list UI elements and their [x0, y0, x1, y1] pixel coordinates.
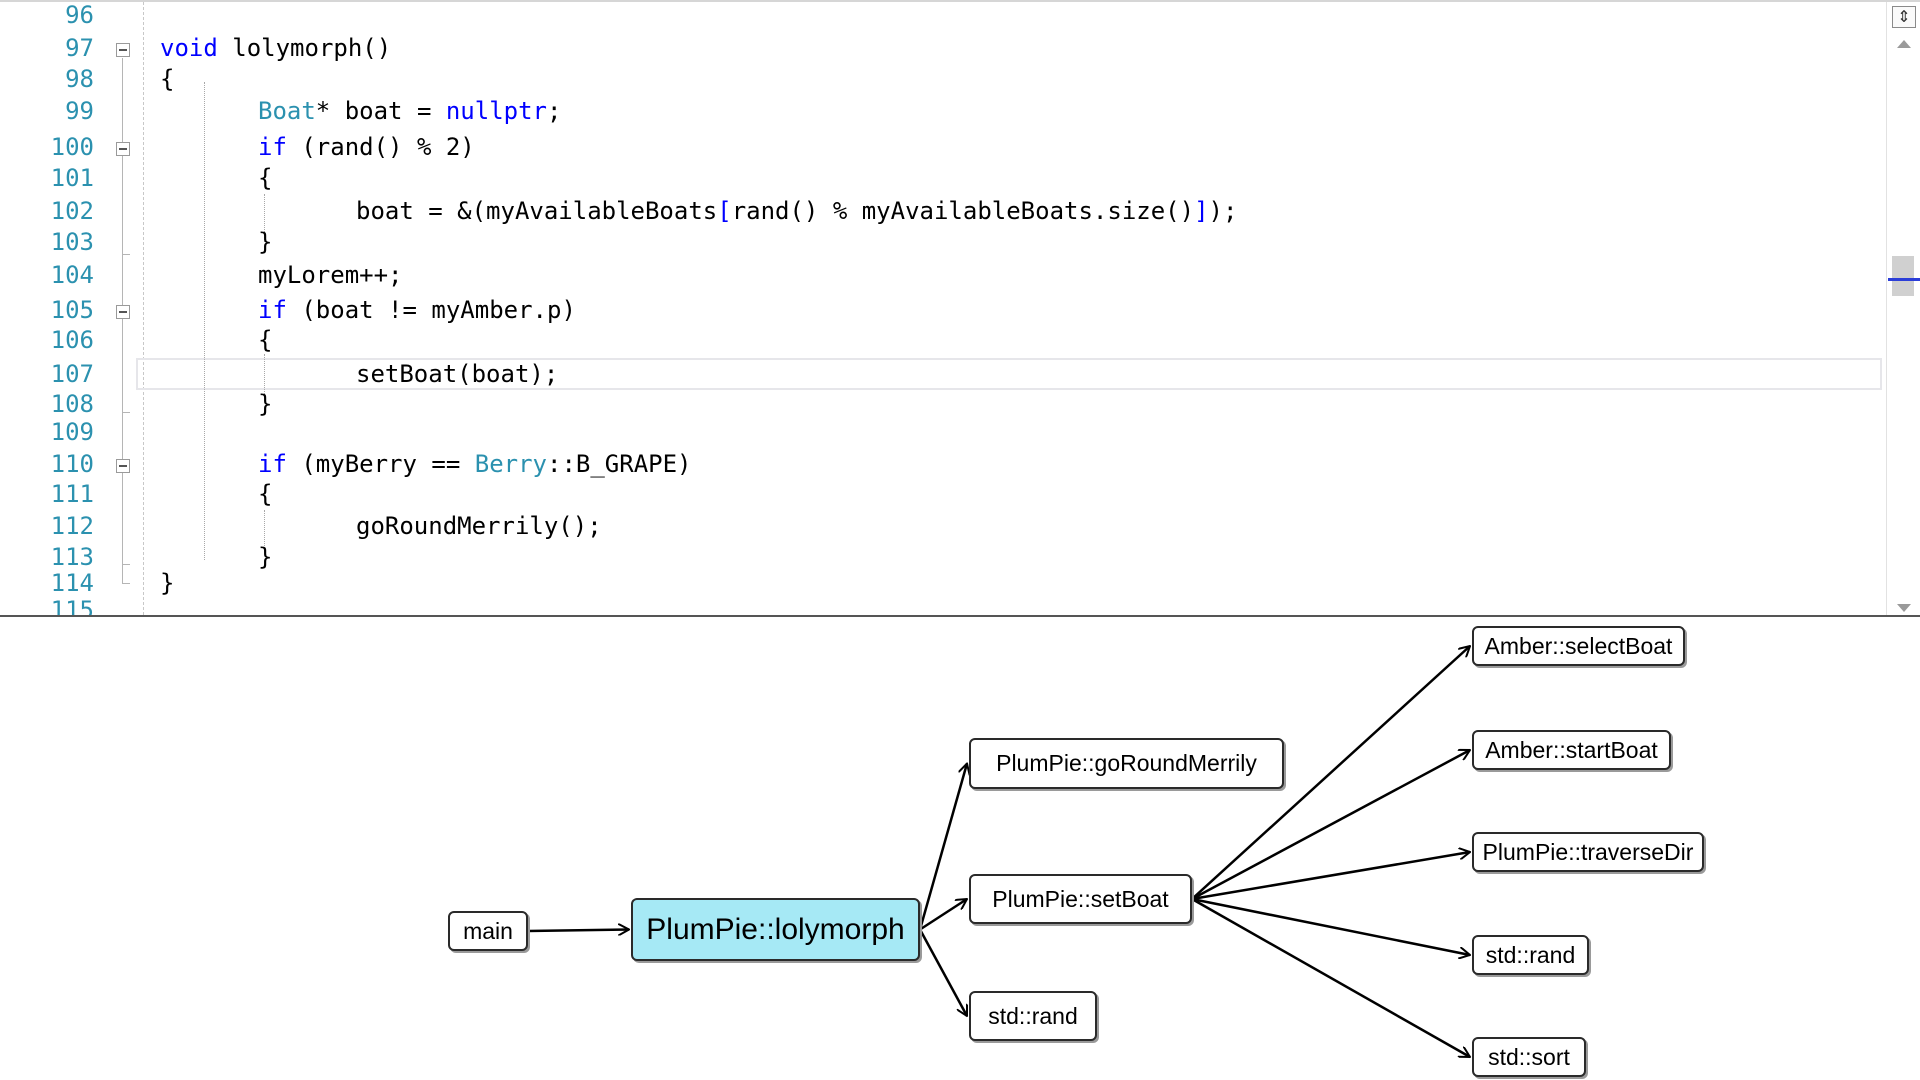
fold-end-mark: [122, 564, 130, 565]
code-line: if (boat != myAmber.p): [258, 296, 576, 324]
line-number: 109: [50, 418, 94, 446]
node-label: Amber::selectBoat: [1484, 632, 1673, 659]
code-line: }: [258, 543, 273, 571]
node-label: std::rand: [1485, 941, 1576, 968]
indent-guide: [264, 194, 265, 242]
line-number: 115: [50, 596, 94, 617]
fold-toggle-icon[interactable]: [116, 305, 130, 319]
code-line: }: [160, 569, 175, 597]
graph-node-selectboat[interactable]: Amber::selectBoat: [1472, 626, 1685, 666]
code-line: [140, 595, 1886, 615]
call-edge-setBoat-to-startBoat: [1191, 748, 1470, 901]
scroll-down-arrow-icon[interactable]: [1897, 604, 1911, 612]
line-number: 108: [50, 390, 94, 418]
fold-toggle-icon[interactable]: [116, 142, 130, 156]
line-number: 103: [50, 228, 94, 256]
call-edge-lolymorph-to-rand1: [918, 928, 969, 1017]
code-line: {: [160, 65, 175, 93]
call-edge-lolymorph-to-setBoat: [919, 899, 967, 931]
code-line: }: [258, 228, 273, 256]
fold-end-mark: [122, 583, 130, 584]
indent-guide: [264, 510, 265, 552]
node-label: std::rand: [988, 1002, 1078, 1029]
node-label: main: [463, 917, 513, 944]
line-number: 112: [50, 512, 94, 540]
code-line: {: [258, 164, 273, 192]
line-number: 113: [50, 543, 94, 571]
fold-end-mark: [122, 412, 130, 413]
line-number: 96: [65, 1, 94, 29]
indent-guide: [264, 354, 265, 394]
graph-node-startboat[interactable]: Amber::startBoat: [1472, 730, 1671, 770]
code-line: boat = &(myAvailableBoats[rand() % myAva…: [356, 197, 1238, 225]
code-line: Boat* boat = nullptr;: [258, 97, 562, 125]
call-edge-setBoat-to-sort: [1191, 897, 1470, 1059]
line-number: 101: [50, 164, 94, 192]
line-number: 100: [50, 133, 94, 161]
call-edge-lolymorph-to-goRoundMerrily: [918, 764, 967, 930]
code-area[interactable]: void lolymorph() { Boat* boat = nullptr;…: [140, 2, 1886, 615]
node-label: PlumPie::traverseDir: [1482, 838, 1694, 865]
graph-node-goroundmerrily[interactable]: PlumPie::goRoundMerrily: [969, 738, 1284, 789]
scroll-up-arrow-icon[interactable]: [1897, 40, 1911, 48]
code-line: myLorem++;: [258, 261, 403, 289]
code-line: [140, 2, 1886, 30]
caret-position-marker: [1888, 278, 1920, 281]
gutter-separator: [143, 2, 144, 615]
line-number: 98: [65, 65, 94, 93]
code-line: {: [258, 480, 273, 508]
call-edge-main-to-lolymorph: [527, 930, 629, 932]
call-graph: main PlumPie::lolymorph PlumPie::goRound…: [0, 617, 1920, 1080]
node-label: PlumPie::lolymorph: [646, 912, 905, 946]
call-graph-edges: [527, 617, 1920, 1059]
line-number-gutter: 96 97 98 99 100 101 102 103 104 105 106 …: [0, 2, 140, 615]
node-label: Amber::startBoat: [1485, 736, 1658, 763]
code-line: setBoat(boat);: [356, 360, 559, 388]
line-number: 104: [50, 261, 94, 289]
line-number: 114: [50, 569, 94, 597]
line-number: 110: [50, 450, 94, 478]
code-line: {: [258, 326, 273, 354]
code-line: goRoundMerrily();: [356, 512, 602, 540]
line-number: 102: [50, 197, 94, 225]
fold-end-mark: [122, 254, 130, 255]
vertical-scrollbar[interactable]: ⇕: [1886, 2, 1920, 615]
line-number: 107: [50, 360, 94, 388]
line-number: 97: [65, 34, 94, 62]
fold-region-line: [122, 58, 123, 583]
code-editor[interactable]: 96 97 98 99 100 101 102 103 104 105 106 …: [0, 0, 1920, 617]
code-line: if (myBerry == Berry::B_GRAPE): [258, 450, 692, 478]
code-line: [140, 417, 1886, 447]
code-line: }: [258, 390, 273, 418]
call-edge-setBoat-to-selectBoat: [1191, 646, 1470, 900]
line-number: 111: [50, 480, 94, 508]
fold-toggle-icon[interactable]: [116, 43, 130, 57]
code-line: void lolymorph(): [160, 34, 392, 62]
code-line: if (rand() % 2): [258, 133, 475, 161]
split-editor-icon[interactable]: ⇕: [1892, 6, 1916, 28]
node-label: std::sort: [1488, 1043, 1570, 1070]
node-label: PlumPie::goRoundMerrily: [996, 750, 1257, 776]
call-edge-setBoat-to-rand2: [1191, 897, 1470, 955]
call-edge-setBoat-to-traverseDir: [1191, 852, 1470, 901]
graph-node-std-rand[interactable]: std::rand: [1472, 935, 1589, 975]
graph-node-main[interactable]: main: [448, 911, 528, 951]
line-number: 105: [50, 296, 94, 324]
node-label: PlumPie::setBoat: [992, 885, 1169, 912]
indent-guide: [204, 82, 205, 560]
fold-toggle-icon[interactable]: [116, 459, 130, 473]
graph-node-traversedir[interactable]: PlumPie::traverseDir: [1472, 832, 1704, 872]
scrollbar-thumb[interactable]: [1892, 256, 1914, 296]
graph-node-setboat[interactable]: PlumPie::setBoat: [969, 874, 1192, 924]
current-line-highlight: [136, 358, 1882, 390]
graph-node-std-rand[interactable]: std::rand: [969, 991, 1097, 1041]
line-number: 99: [65, 97, 94, 125]
line-number: 106: [50, 326, 94, 354]
graph-node-lolymorph[interactable]: PlumPie::lolymorph: [631, 898, 920, 961]
graph-node-std-sort[interactable]: std::sort: [1472, 1037, 1586, 1077]
